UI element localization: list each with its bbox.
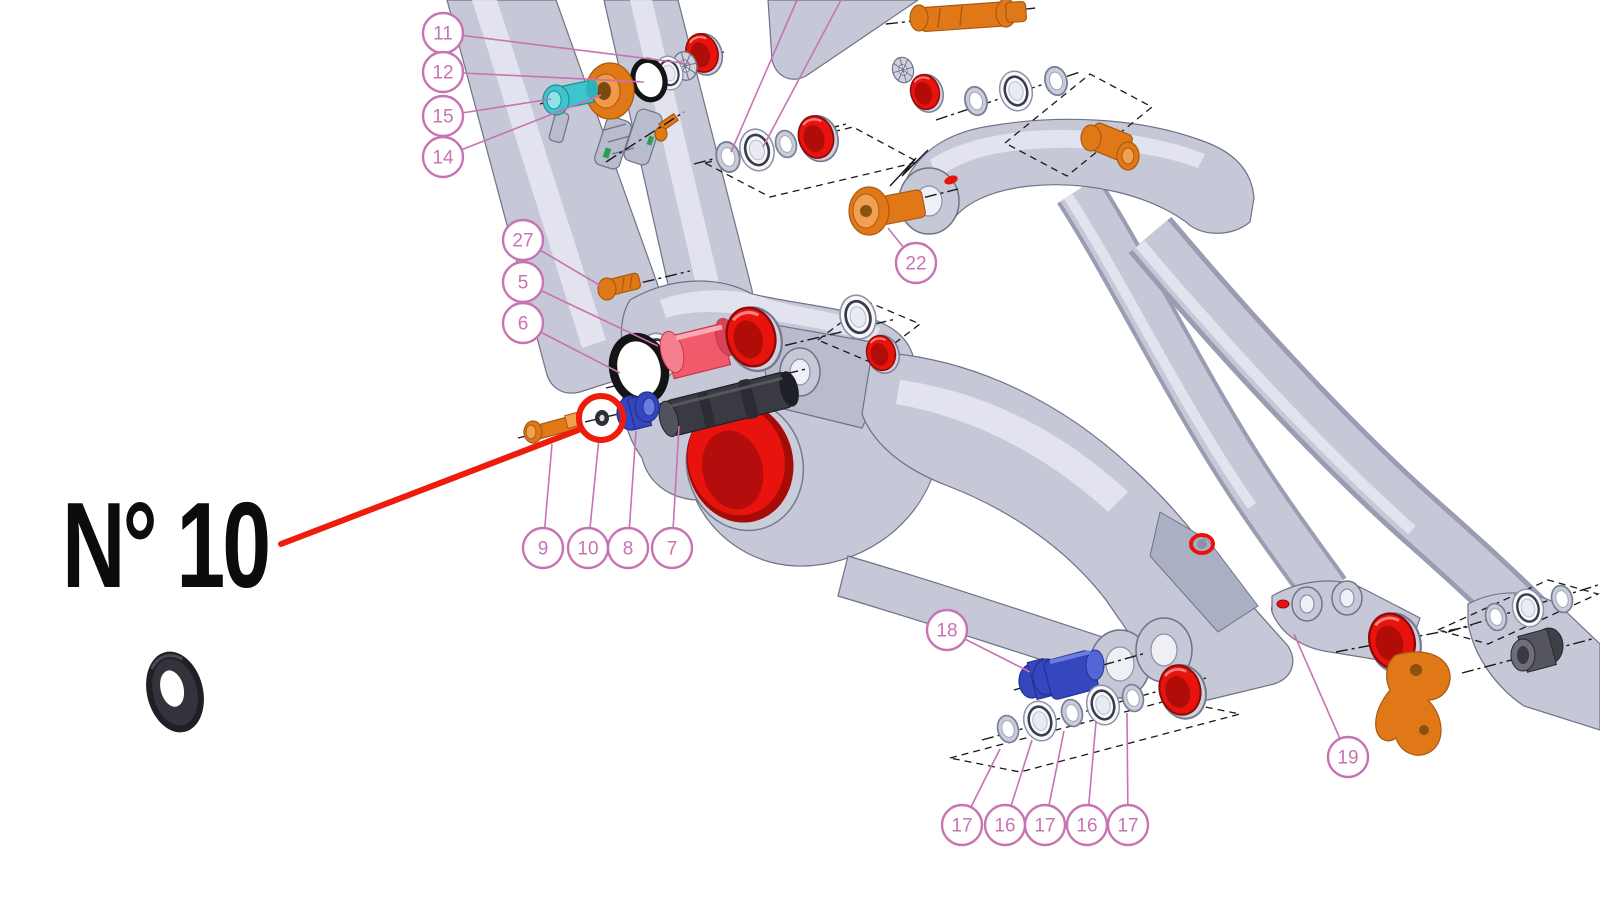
leader-line — [522, 281, 659, 347]
part-rings-rocker — [889, 54, 1072, 119]
part-bolt-22 — [848, 186, 926, 236]
highlight-circle — [576, 393, 626, 443]
balloon-circle — [650, 526, 694, 570]
balloon-number: 16 — [1076, 816, 1097, 837]
balloon-circle — [1023, 803, 1067, 847]
callout-balloon-22: 22 — [887, 227, 938, 285]
balloon-circle — [940, 803, 984, 847]
balloon-number: 7 — [667, 539, 678, 560]
balloon-number: 16 — [994, 816, 1015, 837]
part-axle-7 — [658, 371, 799, 437]
balloon-number: 27 — [512, 231, 533, 252]
part-bolt-9 — [523, 412, 581, 444]
balloon-number: 17 — [1034, 816, 1055, 837]
balloon-circle — [925, 608, 969, 652]
callout-balloon-11: 11 — [421, 11, 691, 65]
balloon-number: 14 — [432, 148, 454, 169]
part-cone-washer-14 — [585, 62, 635, 120]
balloon-circle — [894, 241, 938, 285]
front-triangle — [446, 0, 920, 394]
balloon-circle — [421, 135, 465, 179]
leader-line — [1293, 633, 1349, 758]
leader-line — [442, 94, 602, 158]
balloon-number: 5 — [518, 273, 529, 294]
callout-balloon-16: 16 — [1065, 721, 1109, 847]
balloon-number: 18 — [936, 621, 957, 642]
balloon-number: 10 — [577, 539, 598, 560]
part-bolt-18 — [1018, 649, 1105, 701]
balloon-number: 12 — [432, 63, 453, 84]
callout-balloon-17: 17 — [940, 748, 1001, 847]
balloon-number: 9 — [538, 539, 549, 560]
callout-balloon-17: 17 — [1106, 712, 1150, 847]
callout-balloons: 11 12 15 14 27 5 6 9 10 8 7 22 18 19 17 16 17 16 17 — [421, 0, 1370, 847]
balloon-circle — [521, 526, 565, 570]
part-bolt-27 — [597, 272, 642, 301]
leader-line-offscreen — [730, 0, 798, 153]
part-washer-10 — [595, 410, 609, 426]
callout-balloon-18: 18 — [925, 608, 1031, 673]
balloon-number: 17 — [951, 816, 972, 837]
balloon-number: 6 — [518, 314, 529, 335]
shock-clamp-parts — [548, 108, 680, 170]
callout-balloon-17: 17 — [1023, 730, 1067, 847]
highlight-pointer-line — [278, 426, 584, 547]
leader-line-offscreen — [762, 0, 842, 148]
balloon-circle — [421, 50, 465, 94]
callout-balloon-9: 9 — [521, 443, 565, 570]
callout-balloon-12: 12 — [421, 50, 645, 94]
part-pin-orange-rocker — [1080, 122, 1140, 171]
callout-balloon-6: 6 — [501, 301, 621, 374]
part-bushing-dark — [1510, 627, 1564, 673]
callout-balloon-19: 19 — [1293, 633, 1370, 779]
callout-balloon-8: 8 — [606, 430, 650, 570]
balloon-circle — [606, 526, 650, 570]
callout-balloon-14: 14 — [421, 94, 602, 179]
balloon-number: 11 — [433, 24, 453, 45]
highlight-annotation — [278, 393, 626, 547]
seatstay-tubes — [1057, 176, 1558, 650]
balloon-number: 17 — [1117, 816, 1138, 837]
part-hanger-orange — [1375, 651, 1451, 756]
balloon-circle — [501, 301, 545, 345]
part-axle-orange-top — [909, 0, 1028, 33]
seal-oring-photo — [146, 651, 204, 733]
balloon-number: 22 — [905, 254, 926, 275]
callout-balloon-7: 7 — [650, 425, 694, 570]
callout-balloon-16: 16 — [983, 739, 1033, 847]
callout-balloon-27: 27 — [501, 218, 602, 287]
balloon-number: 19 — [1337, 748, 1358, 769]
part-rings-top-center — [712, 109, 845, 176]
balloon-number: 15 — [432, 107, 453, 128]
balloon-circle — [1326, 735, 1370, 779]
balloon-circle — [1106, 803, 1150, 847]
callout-balloon-10: 10 — [566, 437, 610, 570]
highlight-part-label: N° 10 — [62, 477, 271, 613]
leader-line — [442, 71, 645, 83]
leader-line — [442, 32, 691, 65]
balloon-circle — [501, 218, 545, 262]
balloon-number: 8 — [623, 539, 634, 560]
